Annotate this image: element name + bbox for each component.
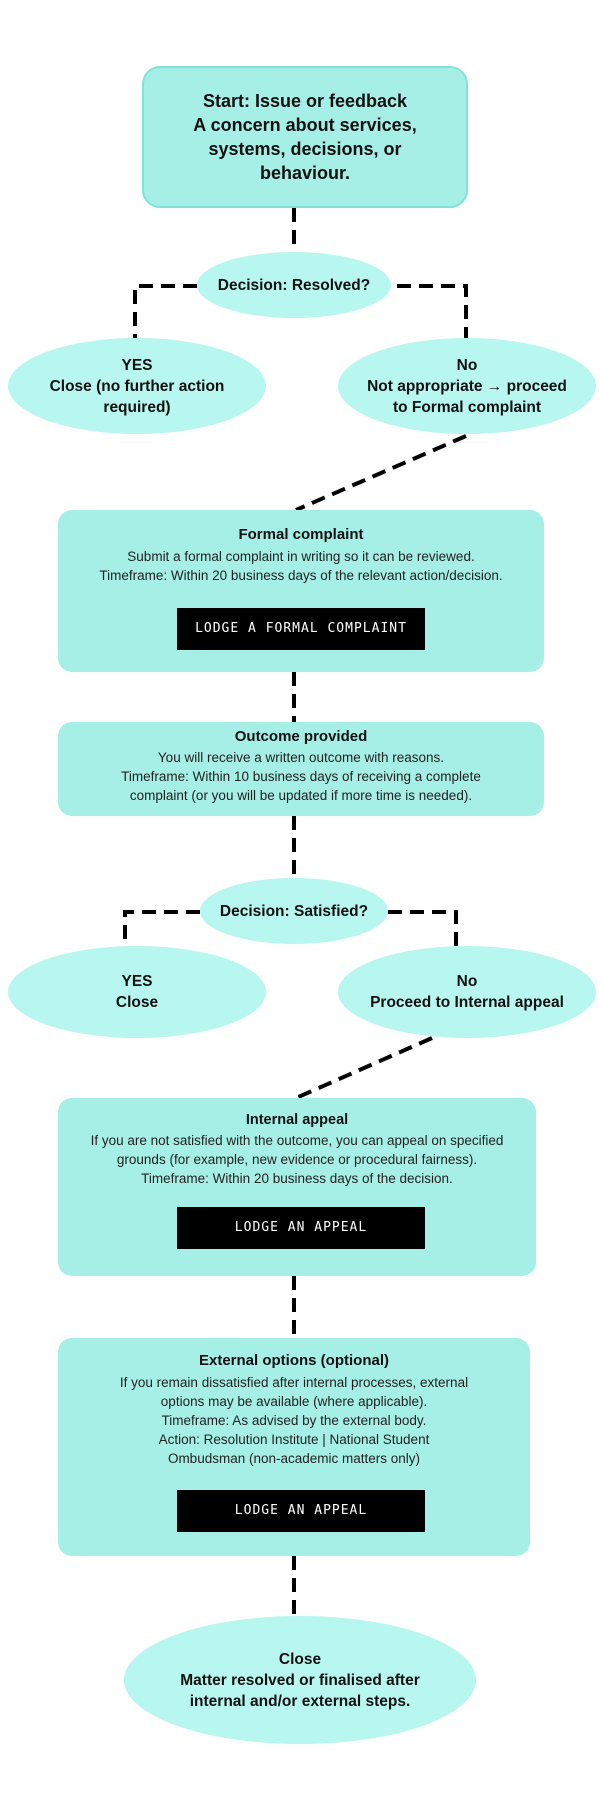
internal-appeal-timeframe: Timeframe: Within 20 business days of th… — [141, 1171, 453, 1186]
no-proceed-oval: No Not appropriate → proceed to Formal c… — [338, 338, 596, 434]
external-options-text: options may be available (where applicab… — [160, 1394, 428, 1409]
connector-decision2-yes — [123, 910, 200, 960]
no-text-line: Not appropriate → proceed — [367, 377, 567, 395]
formal-complaint-title: Formal complaint — [238, 526, 364, 543]
no-text-line: Proceed to Internal appeal — [370, 994, 564, 1011]
start-text-line: behaviour. — [259, 163, 351, 183]
close-text-line: Matter resolved or finalised after — [180, 1671, 420, 1689]
decision-resolved: Decision: Resolved? — [197, 252, 391, 318]
outcome-timeframe: complaint (or you will be updated if mor… — [129, 788, 473, 803]
external-options-action: Ombudsman (non-academic matters only) — [167, 1451, 421, 1466]
start-text-line: systems, decisions, or — [208, 139, 402, 159]
connector-decision2-no — [388, 910, 458, 960]
outcome-box: Outcome provided You will receive a writ… — [58, 722, 544, 816]
external-options-text: If you remain dissatisfied after interna… — [119, 1375, 469, 1390]
yes-label: YES — [121, 356, 153, 374]
yes-close-oval: YES Close (no further action required) — [8, 338, 266, 434]
yes-label: YES — [121, 973, 153, 990]
lodge-formal-complaint-button[interactable]: LODGE A FORMAL COMPLAINT — [177, 608, 425, 650]
yes-text-line: Close — [115, 994, 159, 1011]
no-proceed-appeal-oval: No Proceed to Internal appeal — [338, 946, 596, 1038]
start-title: Start: Issue or feedback — [202, 91, 408, 111]
no-label: No — [456, 356, 478, 374]
lodge-appeal-button[interactable]: LODGE AN APPEAL — [177, 1207, 425, 1249]
formal-complaint-text: Submit a formal complaint in writing so … — [127, 549, 475, 564]
lodge-external-appeal-button[interactable]: LODGE AN APPEAL — [177, 1490, 425, 1532]
decision-satisfied: Decision: Satisfied? — [200, 878, 388, 944]
external-options-title: External options (optional) — [199, 1352, 389, 1369]
internal-appeal-text: If you are not satisfied with the outcom… — [90, 1133, 504, 1148]
no-text-line: to Formal complaint — [392, 398, 542, 416]
yes-text-line: required) — [103, 398, 171, 416]
outcome-timeframe: Timeframe: Within 10 business days of re… — [121, 769, 481, 784]
connector-decision1-no — [397, 284, 468, 338]
yes-close-oval-2: YES Close — [8, 946, 266, 1038]
start-box: Start: Issue or feedback A concern about… — [142, 66, 468, 208]
external-options-action: Action: Resolution Institute | National … — [158, 1432, 430, 1447]
close-oval: Close Matter resolved or finalised after… — [124, 1616, 476, 1744]
connector-no2-appeal — [295, 1036, 433, 1100]
yes-text-line: Close (no further action — [49, 377, 225, 395]
formal-complaint-timeframe: Timeframe: Within 20 business days of th… — [99, 568, 503, 583]
close-label: Close — [278, 1650, 322, 1668]
decision-satisfied-label: Decision: Satisfied? — [219, 902, 369, 920]
decision-resolved-label: Decision: Resolved? — [217, 276, 371, 294]
internal-appeal-text: grounds (for example, new evidence or pr… — [116, 1152, 478, 1167]
internal-appeal-title: Internal appeal — [245, 1112, 349, 1128]
close-text-line: internal and/or external steps. — [189, 1692, 411, 1710]
internal-appeal-box: Internal appeal If you are not satisfied… — [58, 1098, 536, 1276]
formal-complaint-box: Formal complaint Submit a formal complai… — [58, 510, 544, 672]
outcome-title: Outcome provided — [234, 728, 368, 745]
external-options-timeframe: Timeframe: As advised by the external bo… — [161, 1413, 427, 1428]
outcome-text: You will receive a written outcome with … — [157, 750, 445, 765]
start-text-line: A concern about services, — [193, 115, 417, 135]
connector-decision1-yes — [133, 284, 197, 338]
connector-no1-formal — [295, 434, 467, 512]
no-label: No — [456, 973, 478, 990]
